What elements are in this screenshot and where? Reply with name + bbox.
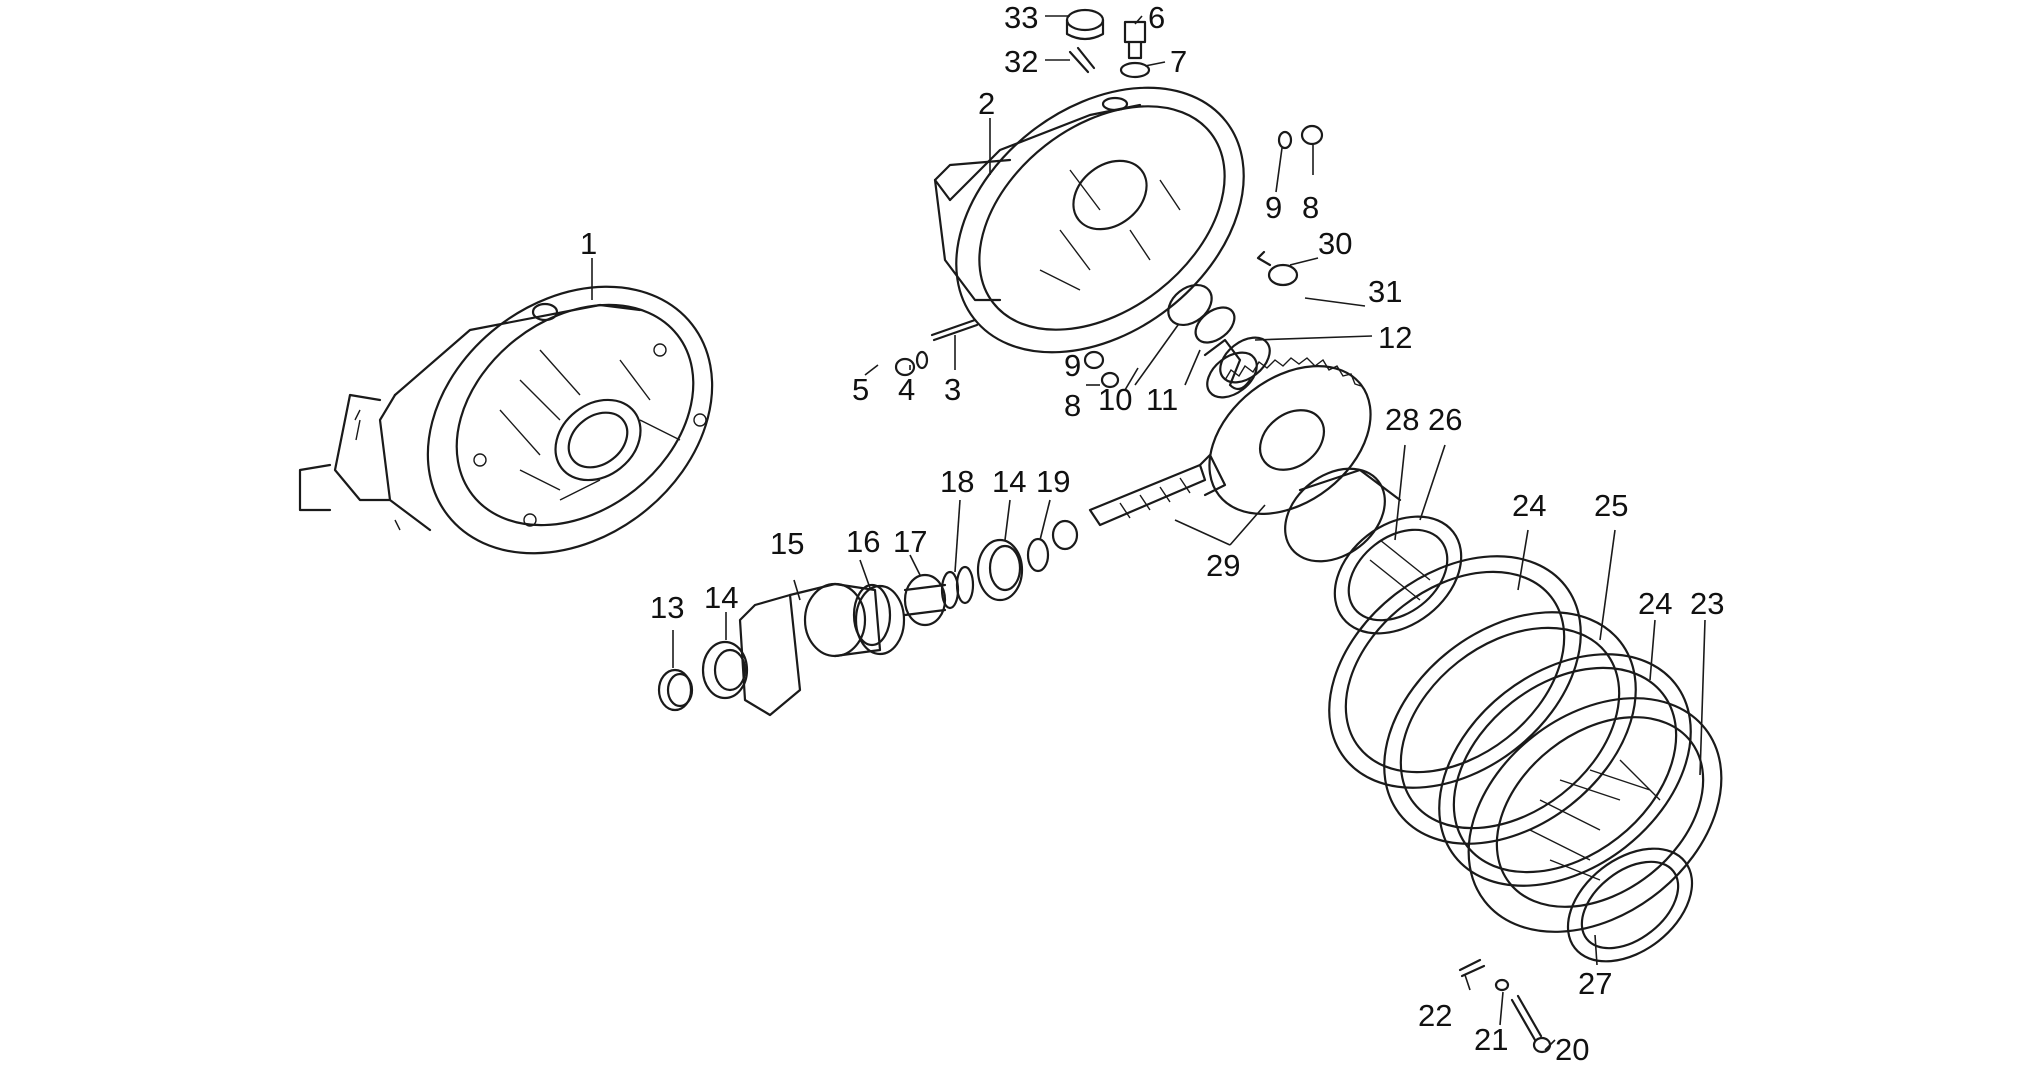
label-part-2: 2 bbox=[978, 86, 996, 121]
label-part-9-lower: 9 bbox=[1064, 348, 1082, 383]
label-part-14-left: 14 bbox=[704, 580, 739, 615]
parts-13-19-shaft-stack bbox=[657, 537, 1050, 717]
label-part-26: 26 bbox=[1428, 402, 1463, 437]
label-part-30: 30 bbox=[1318, 226, 1353, 261]
label-part-4: 4 bbox=[898, 372, 916, 407]
fasteners-top bbox=[894, 8, 1324, 389]
label-part-14-right: 14 bbox=[992, 464, 1027, 499]
label-part-8-lower: 8 bbox=[1064, 388, 1082, 423]
label-part-20: 20 bbox=[1555, 1032, 1590, 1067]
label-part-27: 27 bbox=[1578, 966, 1613, 1001]
label-part-5: 5 bbox=[852, 372, 870, 407]
leader-lines bbox=[591, 15, 1706, 1051]
label-part-33: 33 bbox=[1004, 0, 1039, 35]
parts-28-26-carrier bbox=[1284, 467, 1463, 635]
label-part-7: 7 bbox=[1170, 44, 1188, 79]
label-part-8-upper: 8 bbox=[1302, 190, 1320, 225]
label-part-24-top: 24 bbox=[1512, 488, 1547, 523]
part-23-cover bbox=[1467, 697, 1723, 963]
label-part-28: 28 bbox=[1385, 402, 1420, 437]
label-part-22: 22 bbox=[1418, 998, 1453, 1033]
parts-10-11-12-bearings bbox=[1167, 283, 1271, 399]
label-part-17: 17 bbox=[893, 524, 928, 559]
label-part-1: 1 bbox=[580, 226, 598, 261]
label-part-31: 31 bbox=[1368, 274, 1403, 309]
label-part-15: 15 bbox=[770, 526, 805, 561]
label-part-9-upper: 9 bbox=[1265, 190, 1283, 225]
label-part-11: 11 bbox=[1146, 382, 1179, 417]
label-part-12: 12 bbox=[1378, 320, 1413, 355]
label-part-32: 32 bbox=[1004, 44, 1039, 79]
parts-24-25-gaskets bbox=[1328, 555, 1692, 887]
parts-20-22-bolts bbox=[1458, 958, 1552, 1054]
part-29-gear-set bbox=[1051, 357, 1372, 551]
label-part-21: 21 bbox=[1474, 1022, 1509, 1057]
label-part-25: 25 bbox=[1594, 488, 1629, 523]
label-part-3: 3 bbox=[944, 372, 962, 407]
label-part-6: 6 bbox=[1148, 0, 1166, 35]
label-part-24-right: 24 bbox=[1638, 586, 1673, 621]
part-1-assembled-housing bbox=[298, 285, 714, 555]
label-part-10: 10 bbox=[1098, 382, 1133, 417]
label-part-16: 16 bbox=[846, 524, 881, 559]
label-part-23: 23 bbox=[1690, 586, 1725, 621]
label-part-19: 19 bbox=[1036, 464, 1071, 499]
label-part-18: 18 bbox=[940, 464, 975, 499]
part-2-housing bbox=[933, 86, 1245, 354]
label-part-29: 29 bbox=[1206, 548, 1241, 583]
label-part-13: 13 bbox=[650, 590, 685, 625]
